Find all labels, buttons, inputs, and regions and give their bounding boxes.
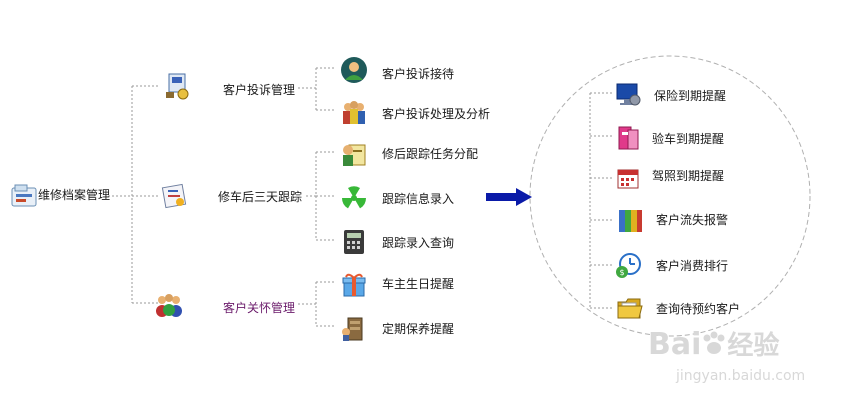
group-label: 修车后三天跟踪 (218, 190, 303, 204)
customer-group-icon (156, 294, 182, 317)
gift-box-icon (342, 273, 366, 297)
reminder-label: 客户流失报警 (656, 213, 729, 227)
item-label: 车主生日提醒 (382, 277, 455, 291)
calculator-icon (344, 230, 364, 254)
task-assign-icon (343, 144, 366, 166)
maintenance-icon (342, 317, 363, 341)
watermark-brand-text: Bai (648, 327, 702, 362)
open-folder-icon (617, 298, 643, 319)
item-label: 客户投诉接待 (382, 67, 455, 81)
reminder-label: 客户消费排行 (656, 259, 729, 273)
watermark-brand: Bai 经验 (648, 328, 779, 363)
paw-logo-icon (703, 331, 725, 354)
radiation-icon (342, 186, 366, 209)
reminder-label: 保险到期提醒 (654, 89, 727, 103)
watermark-url: jingyan.baidu.com (676, 368, 806, 384)
item-label: 跟踪录入查询 (382, 236, 455, 250)
group-label: 客户关怀管理 (223, 301, 296, 315)
item-label: 跟踪信息录入 (382, 192, 455, 206)
group-label: 客户投诉管理 (223, 83, 296, 97)
tracking-document-icon (161, 183, 187, 209)
right-arrow-icon (486, 188, 532, 206)
reminder-label: 查询待预约客户 (656, 302, 741, 316)
archive-folder-icon (11, 184, 37, 207)
customer-reception-icon (341, 57, 367, 83)
reminder-label: 验车到期提醒 (652, 132, 725, 146)
item-label: 定期保养提醒 (382, 322, 455, 336)
item-label: 修后跟踪任务分配 (382, 147, 479, 161)
people-group-icon (343, 101, 365, 124)
watermark-brand-suffix: 经验 (727, 331, 780, 361)
reminder-label: 驾照到期提醒 (652, 169, 725, 183)
calendar-icon (617, 169, 639, 189)
svg-text:$: $ (619, 268, 624, 277)
binders-icon (619, 210, 642, 232)
monitor-gear-icon (616, 83, 641, 106)
pink-binder-icon (618, 126, 639, 150)
clock-money-icon: $ (616, 253, 641, 278)
item-label: 客户投诉处理及分析 (382, 107, 491, 121)
complaint-management-icon (166, 73, 189, 100)
root-label: 维修档案管理 (38, 188, 111, 202)
